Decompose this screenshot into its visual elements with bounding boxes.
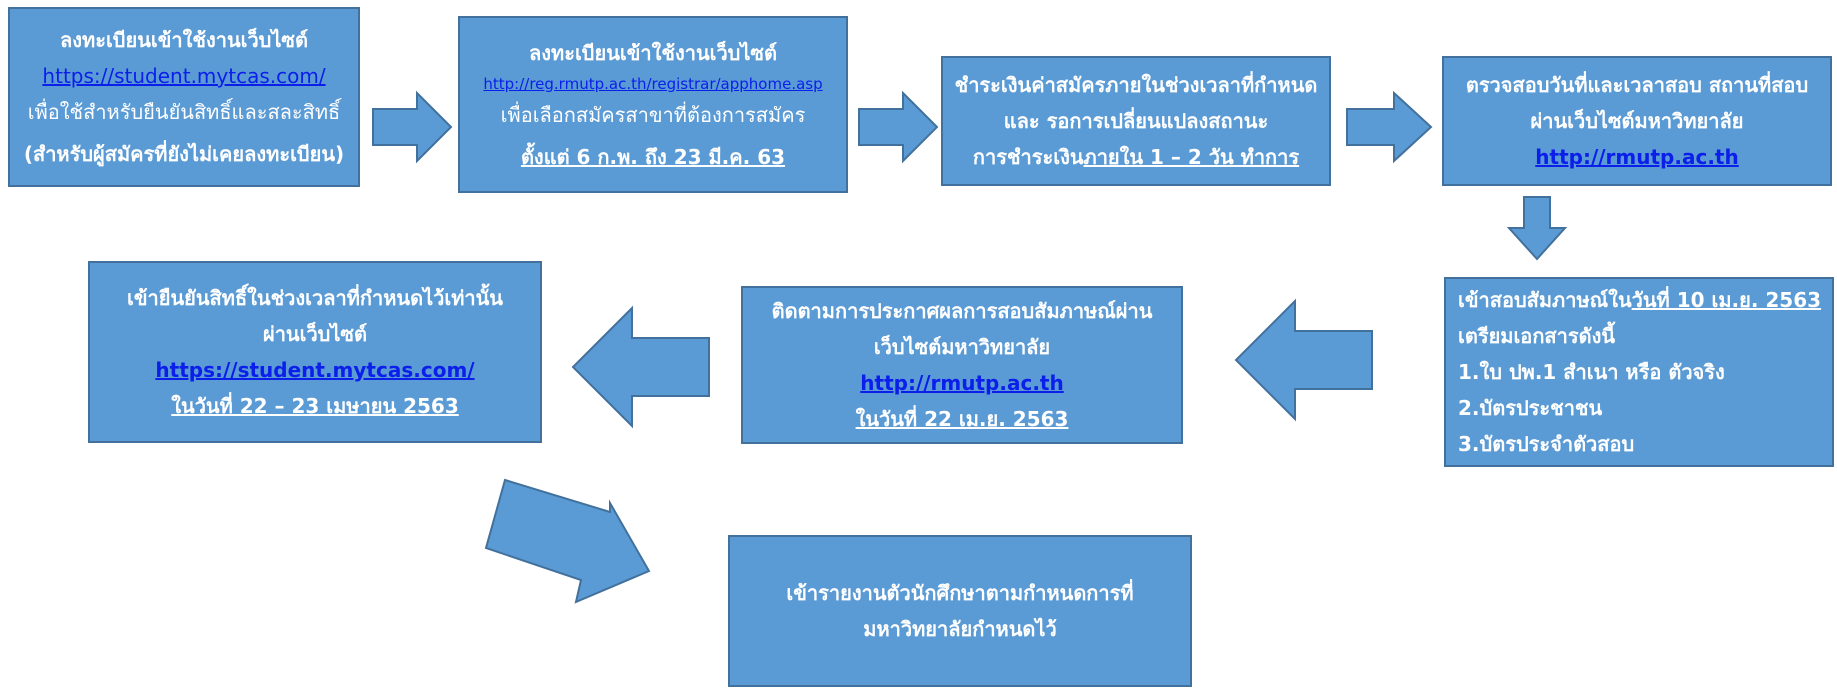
step-5-title: เข้าสอบสัมภาษณ์ในวันที่ 10 เม.ย. 2563 [1458, 282, 1821, 318]
step-6-title: ติดตามการประกาศผลการสอบสัมภาษณ์ผ่าน [771, 299, 1153, 323]
step-6-subtitle: เว็บไซต์มหาวิทยาลัย [873, 335, 1051, 359]
step-7-subtitle: ผ่านเว็บไซต์ [262, 322, 367, 346]
step-1-link[interactable]: https://student.mytcas.com/ [42, 64, 326, 88]
step-2-link[interactable]: http://reg.rmutp.ac.th/registrar/apphome… [483, 74, 823, 93]
step-8-box: เข้ารายงานตัวนักศึกษาตามกำหนดการที่ มหาว… [728, 535, 1192, 687]
step-5-doc-3: 3.บัตรประจำตัวสอบ [1458, 432, 1635, 456]
step-3-payment-time: ภายใน 1 – 2 วัน ทำการ [1083, 145, 1300, 169]
step-1-title: ลงทะเบียนเข้าใช้งานเว็บไซต์ [60, 28, 308, 52]
step-6-box: ติดตามการประกาศผลการสอบสัมภาษณ์ผ่าน เว็บ… [741, 286, 1183, 444]
arrow-diagonal [484, 478, 651, 604]
step-4-link[interactable]: http://rmutp.ac.th [1535, 145, 1739, 169]
step-3-payment-label: การชำระเงิน [972, 145, 1084, 169]
arrow-right-3 [1346, 90, 1433, 164]
step-5-box: เข้าสอบสัมภาษณ์ในวันที่ 10 เม.ย. 2563 เต… [1444, 277, 1834, 467]
step-7-link[interactable]: https://student.mytcas.com/ [155, 358, 475, 382]
step-5-date: วันที่ 10 เม.ย. 2563 [1631, 288, 1822, 312]
step-7-title: เข้ายืนยันสิทธิ์ในช่วงเวลาที่กำหนดไว้เท่… [127, 286, 503, 310]
step-6-date: ในวันที่ 22 เม.ย. 2563 [855, 407, 1069, 431]
step-3-title: ชำระเงินค่าสมัครภายในช่วงเวลาที่กำหนด [954, 73, 1318, 97]
step-1-note: (สำหรับผู้สมัครที่ยังไม่เคยลงทะเบียน) [23, 142, 345, 166]
step-8-subtitle: มหาวิทยาลัยกำหนดไว้ [863, 617, 1057, 641]
step-1-box: ลงทะเบียนเข้าใช้งานเว็บไซต์ https://stud… [8, 7, 360, 187]
step-5-doc-2: 2.บัตรประชาชน [1458, 396, 1603, 420]
step-2-box: ลงทะเบียนเข้าใช้งานเว็บไซต์ http://reg.r… [458, 16, 848, 193]
step-4-subtitle: ผ่านเว็บไซต์มหาวิทยาลัย [1530, 109, 1744, 133]
step-2-title: ลงทะเบียนเข้าใช้งานเว็บไซต์ [529, 40, 777, 65]
arrow-left-2 [571, 305, 710, 429]
step-4-title: ตรวจสอบวันที่และเวลาสอบ สถานที่สอบ [1465, 73, 1809, 97]
step-4-box: ตรวจสอบวันที่และเวลาสอบ สถานที่สอบ ผ่านเ… [1442, 56, 1832, 186]
step-7-date: ในวันที่ 22 – 23 เมษายน 2563 [171, 394, 459, 418]
step-3-payment: การชำระเงินภายใน 1 – 2 วัน ทำการ [973, 139, 1299, 175]
step-3-box: ชำระเงินค่าสมัครภายในช่วงเวลาที่กำหนด แล… [941, 56, 1331, 186]
arrow-left-1 [1234, 298, 1373, 422]
arrow-right-2 [858, 90, 939, 164]
step-2-date: ตั้งแต่ 6 ก.พ. ถึง 23 มี.ค. 63 [520, 144, 786, 169]
step-2-purpose: เพื่อเลือกสมัครสาขาที่ต้องการสมัคร [500, 102, 806, 127]
step-3-status: และ รอการเปลี่ยนแปลงสถานะ [1003, 109, 1269, 133]
step-5-doc-1: 1.ใบ ปพ.1 สำเนา หรือ ตัวจริง [1458, 360, 1725, 384]
step-5-title-label: เข้าสอบสัมภาษณ์ใน [1458, 288, 1632, 312]
step-6-link[interactable]: http://rmutp.ac.th [860, 371, 1064, 395]
step-8-title: เข้ารายงานตัวนักศึกษาตามกำหนดการที่ [786, 581, 1134, 605]
step-7-box: เข้ายืนยันสิทธิ์ในช่วงเวลาที่กำหนดไว้เท่… [88, 261, 542, 443]
step-1-purpose: เพื่อใช้สำหรับยืนยันสิทธิ์และสละสิทธิ์ [27, 100, 341, 124]
arrow-down [1506, 196, 1568, 261]
step-5-docs-heading: เตรียมเอกสารดังนี้ [1458, 324, 1616, 348]
arrow-right-1 [372, 90, 453, 164]
